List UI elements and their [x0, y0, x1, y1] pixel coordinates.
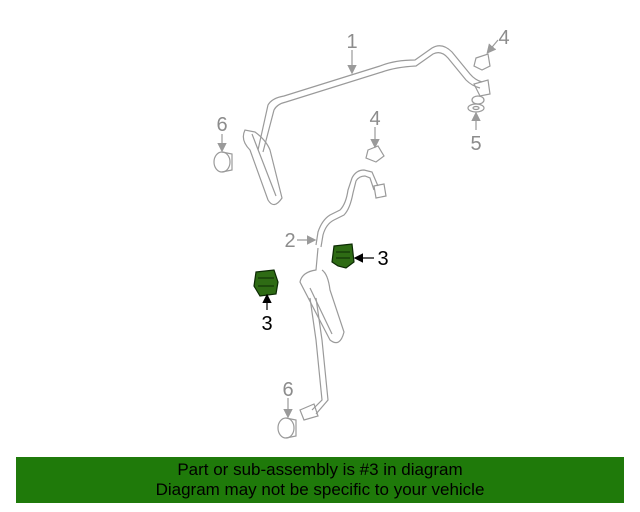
nut-upper-right: [473, 53, 491, 71]
callout-1: 1: [346, 31, 357, 53]
nut-center: [365, 145, 385, 163]
callout-6-lower: 6: [282, 379, 293, 401]
callout-6-upper: 6: [216, 114, 227, 136]
callout-4-upper: 4: [498, 27, 509, 49]
end-bushing-lower: [277, 417, 297, 439]
callout-4-center: 4: [369, 108, 380, 130]
bushing-lower-left: [253, 269, 279, 297]
part-info-banner: Part or sub-assembly is #3 in diagram Di…: [16, 457, 624, 503]
banner-line-disclaimer: Diagram may not be specific to your vehi…: [155, 480, 485, 499]
stabilizer-bar-upper: [242, 45, 491, 206]
bushing-upper-right: [331, 243, 355, 269]
callout-3-left: 3: [261, 313, 272, 335]
callout-5: 5: [470, 133, 481, 155]
washer: [467, 103, 485, 113]
stabilizer-bar-lower: [299, 169, 387, 421]
callout-2: 2: [284, 230, 295, 252]
end-bushing-upper: [213, 151, 233, 173]
leader-arrows: [217, 39, 499, 419]
banner-line-part: Part or sub-assembly is #3 in diagram: [177, 460, 463, 479]
callout-3-right: 3: [377, 248, 388, 270]
